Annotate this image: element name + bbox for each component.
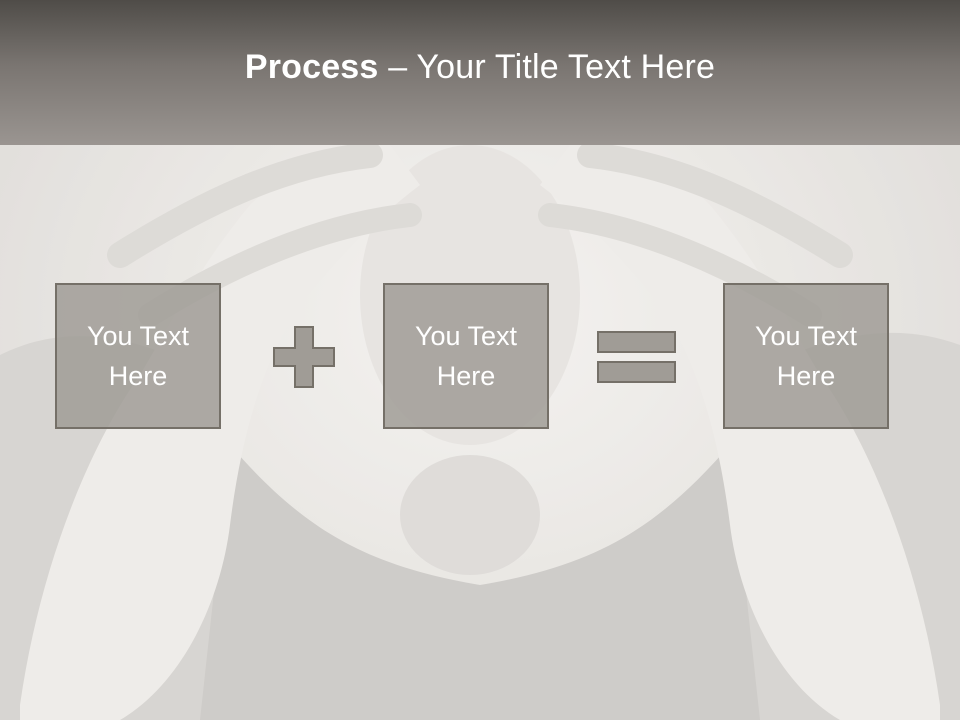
process-box-2-text: You Text Here	[414, 321, 518, 391]
title-bar: Process – Your Title Text Here	[0, 0, 960, 145]
title-bold: Process	[244, 48, 379, 86]
equals-icon	[597, 331, 677, 384]
process-box-3[interactable]: You Text Here	[723, 283, 889, 429]
slide-title: Process – Your Title Text Here	[245, 48, 715, 87]
process-box-2[interactable]: You Text Here	[383, 283, 549, 429]
process-box-1-text: You Text Here	[86, 321, 190, 391]
background-photo	[0, 145, 960, 720]
process-box-3-text: You Text Here	[754, 321, 858, 391]
plus-icon	[273, 326, 335, 388]
title-rest: Your Title Text Here	[416, 48, 716, 86]
process-box-1[interactable]: You Text Here	[55, 283, 221, 429]
title-separator: –	[388, 48, 408, 86]
hands-photo-illustration	[0, 145, 960, 720]
